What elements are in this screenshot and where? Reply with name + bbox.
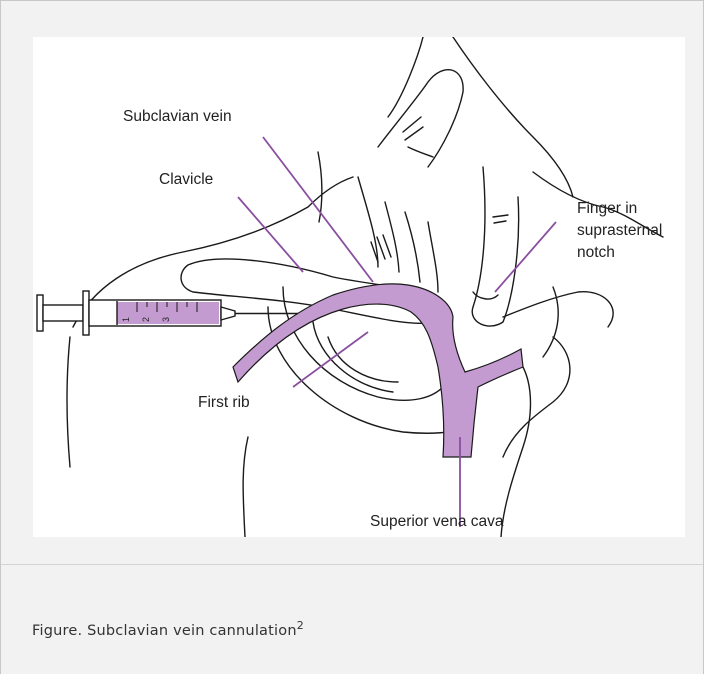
arm-outline [243,437,248,537]
syringe-tip [221,307,235,320]
leader-finger [495,222,556,292]
figure-illustration: 1 2 3 Subclavian vein Clavicle Finger in… [33,37,685,537]
caption-text: Figure. Subclavian vein cannulation [32,623,297,639]
label-finger-line1: Finger in [577,200,637,217]
knuckle-lines [403,117,423,140]
label-first-rib: First rib [198,394,250,411]
finger-nail [408,147,433,157]
caption-reference: 2 [297,619,304,632]
finger-crease [493,215,508,223]
chest-line-2 [385,202,399,272]
barrel-flange [83,291,89,335]
chest-line-3 [405,212,420,282]
syringe-mark-1: 1 [121,317,131,322]
caption-divider [1,564,703,565]
thumb-outline [388,37,423,117]
notch-finger [472,167,518,326]
syringe [37,291,298,335]
chest-line-4 [428,222,438,292]
subclavian-vein-shape [233,284,523,457]
rib-arc-3 [328,337,398,382]
plunger-rod [43,305,83,321]
label-subclavian-vein: Subclavian vein [123,108,232,125]
torso-left-edge [67,337,70,467]
label-finger-line3: notch [577,244,615,261]
subclavian-cannulation-diagram: 1 2 3 Subclavian vein Clavicle Finger in… [33,37,685,537]
rib-arc-2 [313,322,393,392]
shading-1 [371,235,391,262]
label-finger-line2: suprasternal [577,222,662,239]
leader-subclavian-vein [263,137,373,282]
label-svc: Superior vena cava [370,513,504,530]
syringe-mark-2: 2 [141,317,151,322]
plunger-flange [37,295,43,331]
syringe-mark-3: 3 [161,317,171,322]
torso-right-2 [543,287,558,357]
hand-back [453,37,573,197]
figure-caption: Figure. Subclavian vein cannulation2 [32,623,304,639]
label-clavicle: Clavicle [159,171,213,188]
leader-first-rib [293,332,368,387]
